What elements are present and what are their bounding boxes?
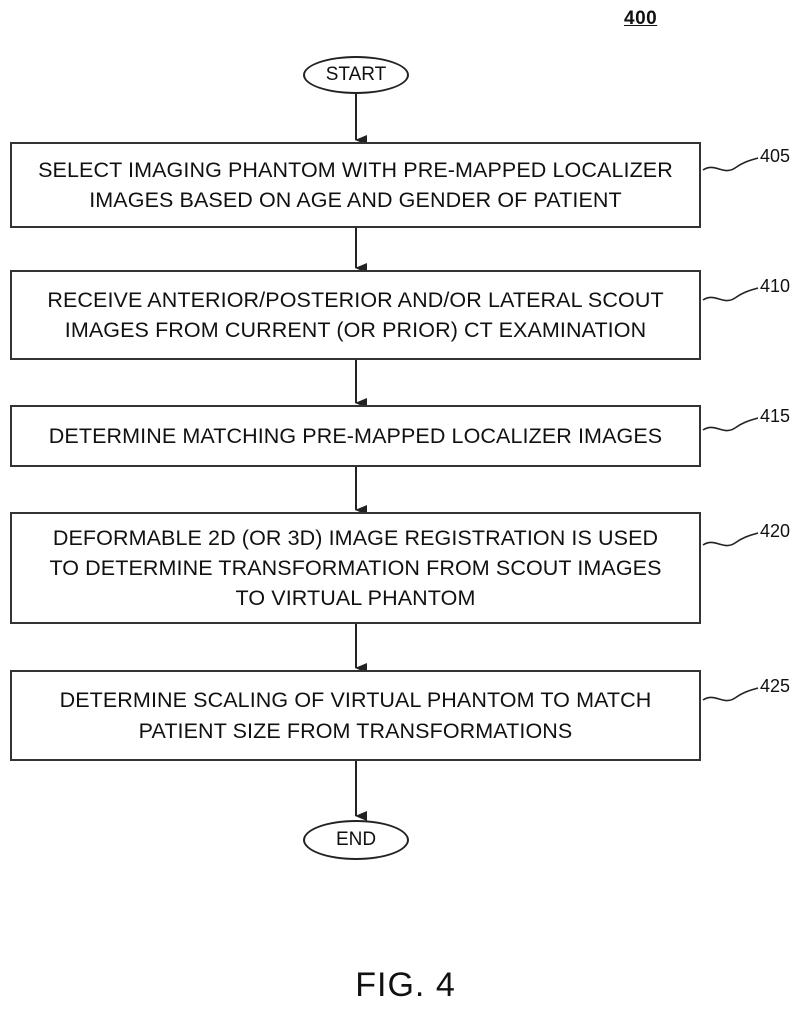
step-415-line-1: DETERMINE MATCHING PRE-MAPPED LOCALIZER … [49, 421, 662, 451]
start-terminal: START [303, 56, 409, 94]
end-label: END [336, 829, 376, 851]
step-425-line-1: DETERMINE SCALING OF VIRTUAL PHANTOM TO … [60, 685, 652, 715]
start-label: START [326, 64, 387, 86]
step-425-line-2: PATIENT SIZE FROM TRANSFORMATIONS [60, 716, 652, 746]
step-box-415: DETERMINE MATCHING PRE-MAPPED LOCALIZER … [10, 405, 701, 467]
step-text-425: DETERMINE SCALING OF VIRTUAL PHANTOM TO … [60, 685, 652, 745]
step-410-line-1: RECEIVE ANTERIOR/POSTERIOR AND/OR LATERA… [47, 285, 663, 315]
step-box-405: SELECT IMAGING PHANTOM WITH PRE-MAPPED L… [10, 142, 701, 228]
leader-405 [703, 158, 758, 171]
step-405-line-1: SELECT IMAGING PHANTOM WITH PRE-MAPPED L… [38, 155, 673, 185]
leader-410 [703, 288, 758, 301]
step-420-line-1: DEFORMABLE 2D (OR 3D) IMAGE REGISTRATION… [49, 523, 661, 553]
end-terminal: END [303, 820, 409, 860]
step-text-405: SELECT IMAGING PHANTOM WITH PRE-MAPPED L… [38, 155, 673, 215]
step-box-410: RECEIVE ANTERIOR/POSTERIOR AND/OR LATERA… [10, 270, 701, 360]
figure-caption: FIG. 4 [0, 966, 811, 1005]
step-number-420: 420 [760, 521, 790, 542]
step-420-line-2: TO DETERMINE TRANSFORMATION FROM SCOUT I… [49, 553, 661, 583]
step-box-420: DEFORMABLE 2D (OR 3D) IMAGE REGISTRATION… [10, 512, 701, 624]
step-number-410: 410 [760, 276, 790, 297]
leader-425 [703, 688, 758, 701]
step-number-405: 405 [760, 146, 790, 167]
leader-415 [703, 418, 758, 431]
step-box-425: DETERMINE SCALING OF VIRTUAL PHANTOM TO … [10, 670, 701, 761]
step-text-415: DETERMINE MATCHING PRE-MAPPED LOCALIZER … [49, 421, 662, 451]
step-405-line-2: IMAGES BASED ON AGE AND GENDER OF PATIEN… [38, 185, 673, 215]
step-number-425: 425 [760, 676, 790, 697]
step-410-line-2: IMAGES FROM CURRENT (OR PRIOR) CT EXAMIN… [47, 315, 663, 345]
leader-420 [703, 533, 758, 546]
step-420-line-3: TO VIRTUAL PHANTOM [49, 583, 661, 613]
step-number-415: 415 [760, 406, 790, 427]
step-text-420: DEFORMABLE 2D (OR 3D) IMAGE REGISTRATION… [49, 523, 661, 613]
step-text-410: RECEIVE ANTERIOR/POSTERIOR AND/OR LATERA… [47, 285, 663, 345]
